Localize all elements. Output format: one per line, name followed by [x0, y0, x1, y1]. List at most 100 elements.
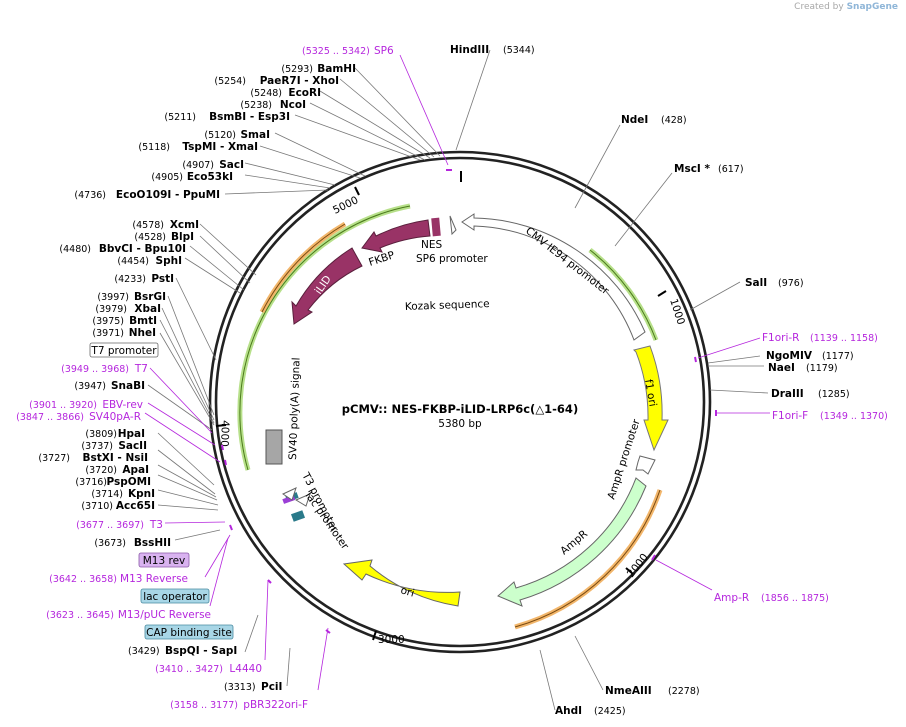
f1-ori-label: f1 ori [642, 378, 659, 407]
svg-text:(5248): (5248) [250, 88, 282, 99]
svg-text:T7 promoter: T7 promoter [90, 345, 157, 357]
svg-text:(428): (428) [661, 115, 687, 126]
site-ecori: (5248)EcoRI [250, 87, 321, 99]
svg-text:(3710): (3710) [81, 501, 113, 512]
svg-text:(5211): (5211) [164, 112, 196, 123]
primer-f1ori-r: F1ori-R(1139 .. 1158) [762, 332, 878, 344]
tick-4000: 4000 [218, 420, 231, 447]
svg-text:(3716): (3716) [75, 477, 107, 488]
site-apai: (3720)ApaI [85, 464, 149, 476]
label-m13-rev: M13 rev [138, 552, 190, 568]
site-draiii: DraIII(1285) [771, 388, 850, 400]
svg-text:(4454): (4454) [117, 256, 149, 267]
site-msci: MscI *(617) [674, 163, 744, 175]
label-cap-binding-site: CAP binding site [144, 624, 234, 640]
primer-leader-lines [144, 54, 770, 691]
svg-text:(1856 .. 1875): (1856 .. 1875) [761, 593, 829, 604]
site-bsrgi: (3997)BsrGI [97, 291, 166, 303]
ori-label: ori [399, 584, 415, 599]
svg-text:T7: T7 [134, 363, 148, 375]
svg-text:Amp-R: Amp-R [714, 592, 749, 604]
svg-text:TspMI - XmaI: TspMI - XmaI [182, 141, 258, 153]
site-ngomiv: NgoMIV (1177) [766, 350, 854, 362]
svg-text:(3975): (3975) [92, 316, 124, 327]
svg-text:(5293): (5293) [281, 64, 313, 75]
svg-text:(3727): (3727) [38, 453, 70, 464]
fkbp-arrow [361, 219, 431, 253]
svg-text:NmeAIII: NmeAIII [605, 685, 652, 697]
primer-m13-reverse: (3642 .. 3658)M13 Reverse [49, 573, 188, 585]
tick-1000: 1000 [667, 297, 687, 326]
svg-text:(4907): (4907) [182, 160, 214, 171]
svg-text:(3947): (3947) [74, 381, 106, 392]
svg-text:(5118): (5118) [138, 142, 170, 153]
site-paer7i: (5254)PaeR7I - XhoI [214, 75, 339, 87]
label-lac-operator: lac operator [140, 588, 210, 604]
svg-text:BsmBI - Esp3I: BsmBI - Esp3I [209, 111, 290, 123]
svg-text:(3429): (3429) [128, 646, 160, 657]
svg-text:AhdI: AhdI [555, 705, 582, 717]
svg-text:BlpI: BlpI [171, 231, 194, 243]
site-hpai: (3809)HpaI [85, 428, 145, 440]
site-eco53ki: (4905)Eco53kI [151, 171, 233, 183]
site-saci: (4907) SacI [182, 159, 244, 171]
svg-text:PstI: PstI [151, 273, 174, 285]
primer-pbr322ori-f: (3158 .. 3177)pBR322ori-F [170, 699, 308, 711]
primer-t7: (3949 .. 3968)T7 [61, 363, 148, 375]
site-ndei: NdeI(428) [621, 114, 687, 126]
site-bstxi: (3727)BstXI - NsiI [38, 452, 148, 464]
svg-text:lac operator: lac operator [143, 591, 207, 603]
svg-text:CAP binding site: CAP binding site [146, 627, 232, 639]
backbone-outer-ring [208, 150, 712, 654]
site-bsshii: (3673)BssHII [94, 537, 171, 549]
svg-text:(3979): (3979) [95, 304, 127, 315]
tick-3000: 3000 [378, 634, 405, 646]
primer-ebv-rev: (3901 .. 3920)EBV-rev [29, 399, 143, 411]
site-xcmi: (4578)XcmI [132, 219, 199, 231]
site-nmeaiii: NmeAIII(2278) [605, 685, 700, 697]
svg-text:NaeI: NaeI [768, 362, 795, 374]
site-ncoi: (5238)NcoI [240, 99, 306, 111]
svg-text:(1179): (1179) [806, 363, 838, 374]
site-tspmi: (5118) TspMI - XmaI [138, 141, 258, 153]
svg-text:SP6: SP6 [374, 45, 394, 57]
svg-text:F1ori-F: F1ori-F [772, 410, 808, 422]
svg-text:pBR322ori-F: pBR322ori-F [243, 699, 308, 711]
primer-m13-puc-reverse: (3623 .. 3645)M13/pUC Reverse [46, 609, 211, 621]
svg-text:(5325 .. 5342): (5325 .. 5342) [302, 46, 370, 57]
svg-text:(5120): (5120) [204, 130, 236, 141]
svg-text:NcoI: NcoI [280, 99, 306, 111]
svg-text:KpnI: KpnI [128, 488, 155, 500]
svg-text:Eco53kI: Eco53kI [187, 171, 233, 183]
svg-text:HindIII: HindIII [450, 44, 489, 56]
svg-text:EcoO109I - PpuMI: EcoO109I - PpuMI [116, 189, 220, 201]
svg-text:(2425): (2425) [594, 706, 626, 717]
credit-prefix: Created by [794, 2, 844, 12]
leader-lines [147, 49, 769, 711]
tick-5000: 5000 [331, 194, 360, 217]
site-sacii: (3737)SacII [81, 440, 147, 452]
site-sali: SalI(976) [745, 277, 804, 289]
svg-text:(3714): (3714) [91, 489, 123, 500]
fkbp-label: FKBP [367, 249, 396, 269]
svg-text:L4440: L4440 [229, 663, 262, 675]
primer-l4440: (3410 .. 3427)L4440 [155, 663, 262, 675]
kozak-label: Kozak sequence [405, 298, 490, 313]
site-blpi: (4528)BlpI [134, 231, 194, 243]
svg-text:NgoMIV: NgoMIV [766, 350, 813, 362]
svg-text:(1177): (1177) [822, 351, 854, 362]
svg-text:(1285): (1285) [818, 389, 850, 400]
svg-text:BspQI - SapI: BspQI - SapI [165, 645, 237, 657]
svg-text:BmtI: BmtI [129, 315, 157, 327]
svg-text:SnaBI: SnaBI [111, 380, 145, 392]
site-pspomi: (3716)PspOMI [75, 476, 151, 488]
svg-text:SphI: SphI [156, 255, 182, 267]
sv40-polya-label: SV40 poly(A) signal [287, 357, 303, 460]
site-ecoo109i: (4736)EcoO109I - PpuMI [74, 189, 220, 201]
ampr-arrow [497, 477, 647, 607]
svg-text:(4480): (4480) [59, 244, 91, 255]
svg-text:SacI: SacI [219, 159, 244, 171]
site-ahdi: AhdI (2425) [555, 705, 626, 717]
svg-text:PaeR7I - XhoI: PaeR7I - XhoI [260, 75, 339, 87]
svg-text:(3677 .. 3697): (3677 .. 3697) [76, 520, 144, 531]
